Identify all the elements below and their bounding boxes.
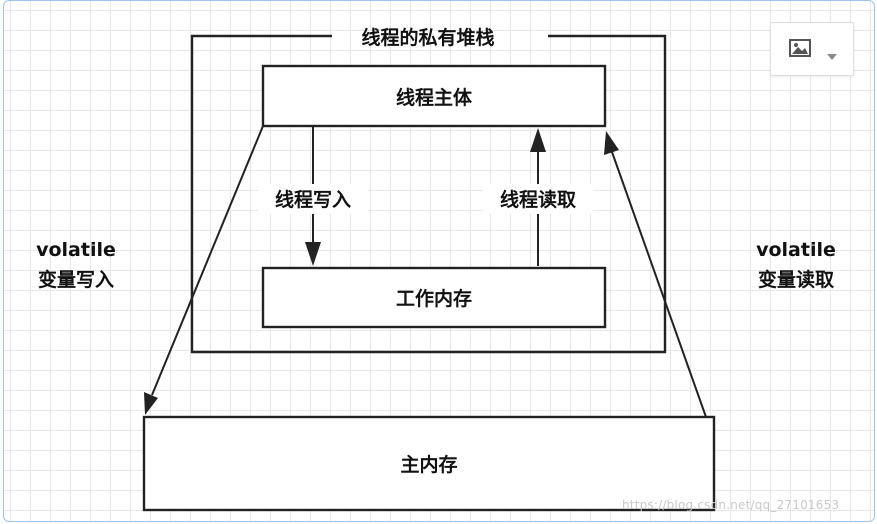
- watermark: https://blog.csdn.net/qq_27101653: [622, 498, 840, 512]
- thread-read-label: 线程读取: [500, 188, 576, 211]
- thread-write-label: 线程写入: [275, 188, 351, 211]
- volatile-write-label-line2: 变量写入: [38, 268, 114, 291]
- working-memory-label: 工作内存: [396, 287, 472, 310]
- thread-read-label-bg: [483, 184, 593, 214]
- private-stack-title: 线程的私有堆栈: [361, 26, 494, 49]
- volatile-read-label-line2: 变量读取: [758, 268, 834, 291]
- thread-write-label-bg: [258, 184, 368, 214]
- volatile-read-label-line1: volatile: [756, 239, 836, 261]
- private-stack-frame: [190, 34, 667, 354]
- chevron-down-icon[interactable]: [827, 45, 837, 64]
- volatile-write-label-line1: volatile: [36, 239, 116, 261]
- volatile-read-arrow: [604, 131, 707, 418]
- thread-body-label: 线程主体: [396, 86, 473, 109]
- thread-body-box: [261, 64, 607, 128]
- main-memory-box: [142, 415, 716, 512]
- working-memory-box: [261, 266, 607, 329]
- image-toolbar-button[interactable]: [770, 22, 854, 76]
- volatile-write-arrow: [144, 125, 264, 415]
- image-icon: [789, 39, 811, 61]
- main-memory-label: 主内存: [400, 453, 457, 476]
